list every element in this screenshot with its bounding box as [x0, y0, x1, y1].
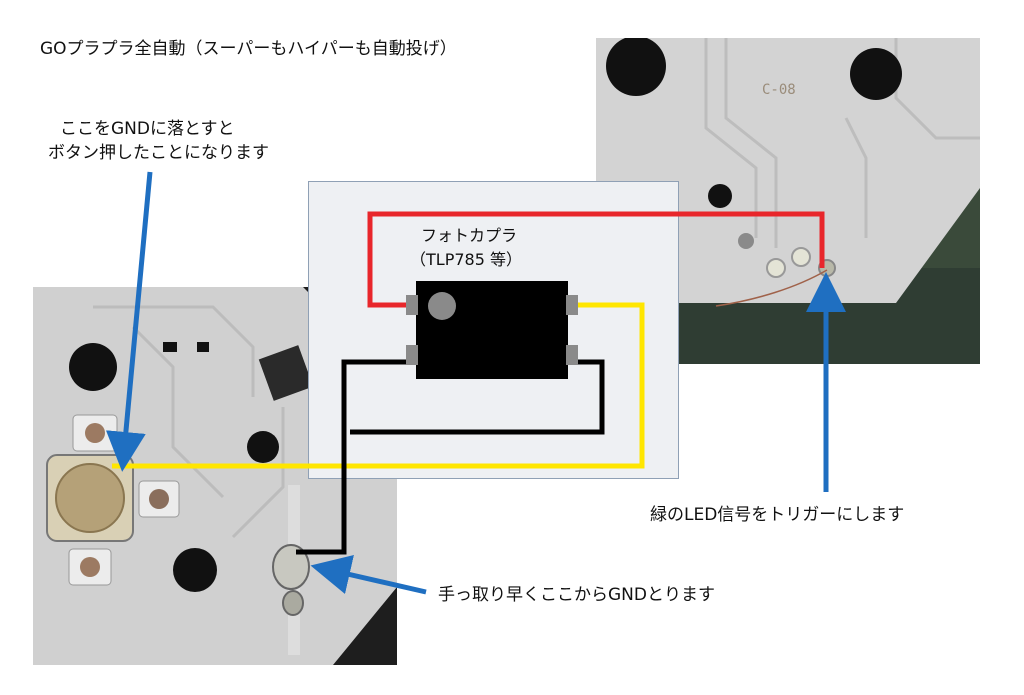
button-gnd-note-line1: ここをGNDに落とすと — [60, 119, 235, 139]
component-model: （TLP785 等） — [410, 250, 522, 269]
pin-2 — [406, 345, 418, 365]
component-name: フォトカプラ — [421, 226, 517, 245]
led-trigger-note: 緑のLED信号をトリガーにします — [650, 505, 905, 525]
pin1-marker — [428, 292, 456, 320]
pin-3 — [566, 345, 578, 365]
gnd-source-note: 手っ取り早くここからGNDとります — [438, 585, 715, 605]
button-gnd-note-line2: ボタン押したことになります — [48, 143, 269, 163]
photocoupler-schematic: フォトカプラ （TLP785 等） — [308, 181, 679, 479]
page-title: GOプラプラ全自動（スーパーもハイパーも自動投げ） — [40, 39, 457, 59]
pcb-photo-right: C-08 — [596, 38, 980, 364]
svg-text:C-08: C-08 — [762, 82, 796, 98]
pin-4 — [566, 295, 578, 315]
pin-1 — [406, 295, 418, 315]
